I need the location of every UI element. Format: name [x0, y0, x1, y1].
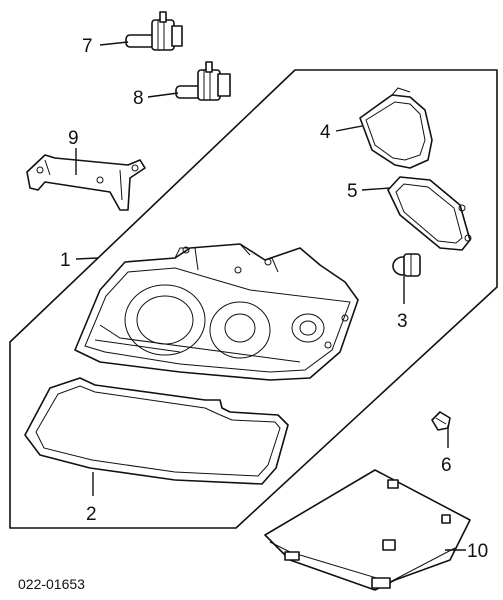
part-6-fastener — [431, 411, 451, 431]
figure-code: 022-01653 — [18, 576, 85, 592]
callout-8: 8 — [133, 88, 144, 109]
part-10-cover-panel — [264, 469, 471, 591]
callout-7: 7 — [82, 36, 93, 57]
leader-5 — [361, 187, 391, 191]
leader-7 — [99, 41, 129, 46]
callout-1: 1 — [60, 250, 71, 271]
leader-4 — [335, 125, 363, 132]
callout-3: 3 — [397, 311, 408, 332]
part-5-gasket — [387, 176, 472, 251]
callout-9: 9 — [68, 128, 79, 149]
part-7-bulb — [125, 11, 183, 51]
assembly-boundary — [9, 69, 498, 529]
leader-8 — [147, 92, 179, 98]
callout-4: 4 — [320, 122, 331, 143]
part-9-bracket — [26, 154, 146, 211]
part-8-bulb — [175, 61, 231, 101]
callout-6: 6 — [441, 455, 452, 476]
part-4-cover — [359, 87, 433, 169]
leader-1 — [75, 257, 99, 260]
part-3-small-bulb — [392, 253, 421, 277]
callout-5: 5 — [347, 181, 358, 202]
callout-2: 2 — [86, 504, 97, 525]
callout-10: 10 — [467, 541, 488, 562]
part-2-seal — [24, 377, 289, 485]
part-1-headlamp — [74, 243, 359, 381]
